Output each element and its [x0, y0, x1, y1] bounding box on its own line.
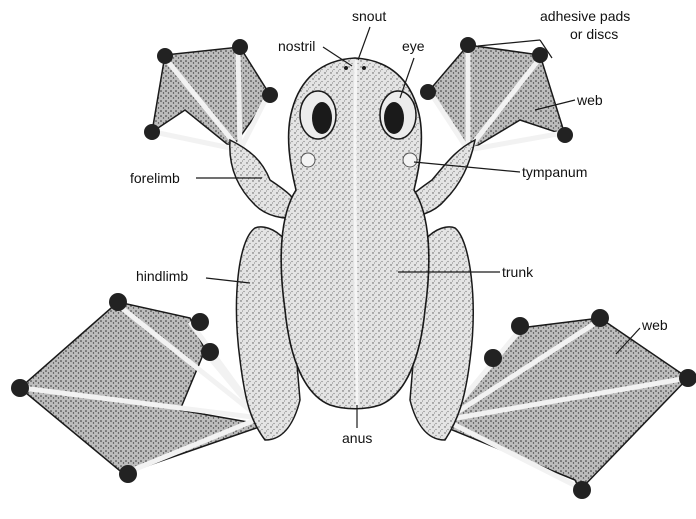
label-adhesive-pads: adhesive pads or discs: [540, 7, 630, 43]
label-adhesive-pads-line2: or discs: [540, 25, 630, 43]
label-web-lower: web: [642, 317, 668, 333]
label-trunk: trunk: [502, 264, 533, 280]
label-anus: anus: [342, 430, 372, 446]
label-tympanum: tympanum: [522, 164, 587, 180]
label-hindlimb: hindlimb: [136, 268, 188, 284]
web-lower-left: [20, 302, 265, 475]
eye-left: [300, 91, 336, 139]
web-lower-right: [440, 318, 688, 490]
tympanum-right: [403, 153, 417, 167]
label-nostril: nostril: [278, 38, 315, 54]
leader-pads-1: [478, 40, 540, 46]
label-forelimb: forelimb: [130, 170, 180, 186]
label-adhesive-pads-line1: adhesive pads: [540, 7, 630, 25]
tympanum-left: [301, 153, 315, 167]
nostril-right: [362, 66, 366, 70]
mid-dorsal-line: [355, 60, 357, 408]
eye-right: [380, 91, 416, 139]
label-snout: snout: [352, 8, 386, 24]
label-web-upper: web: [577, 92, 603, 108]
label-eye: eye: [402, 38, 425, 54]
leader-snout: [358, 27, 370, 60]
nostril-left: [344, 66, 348, 70]
